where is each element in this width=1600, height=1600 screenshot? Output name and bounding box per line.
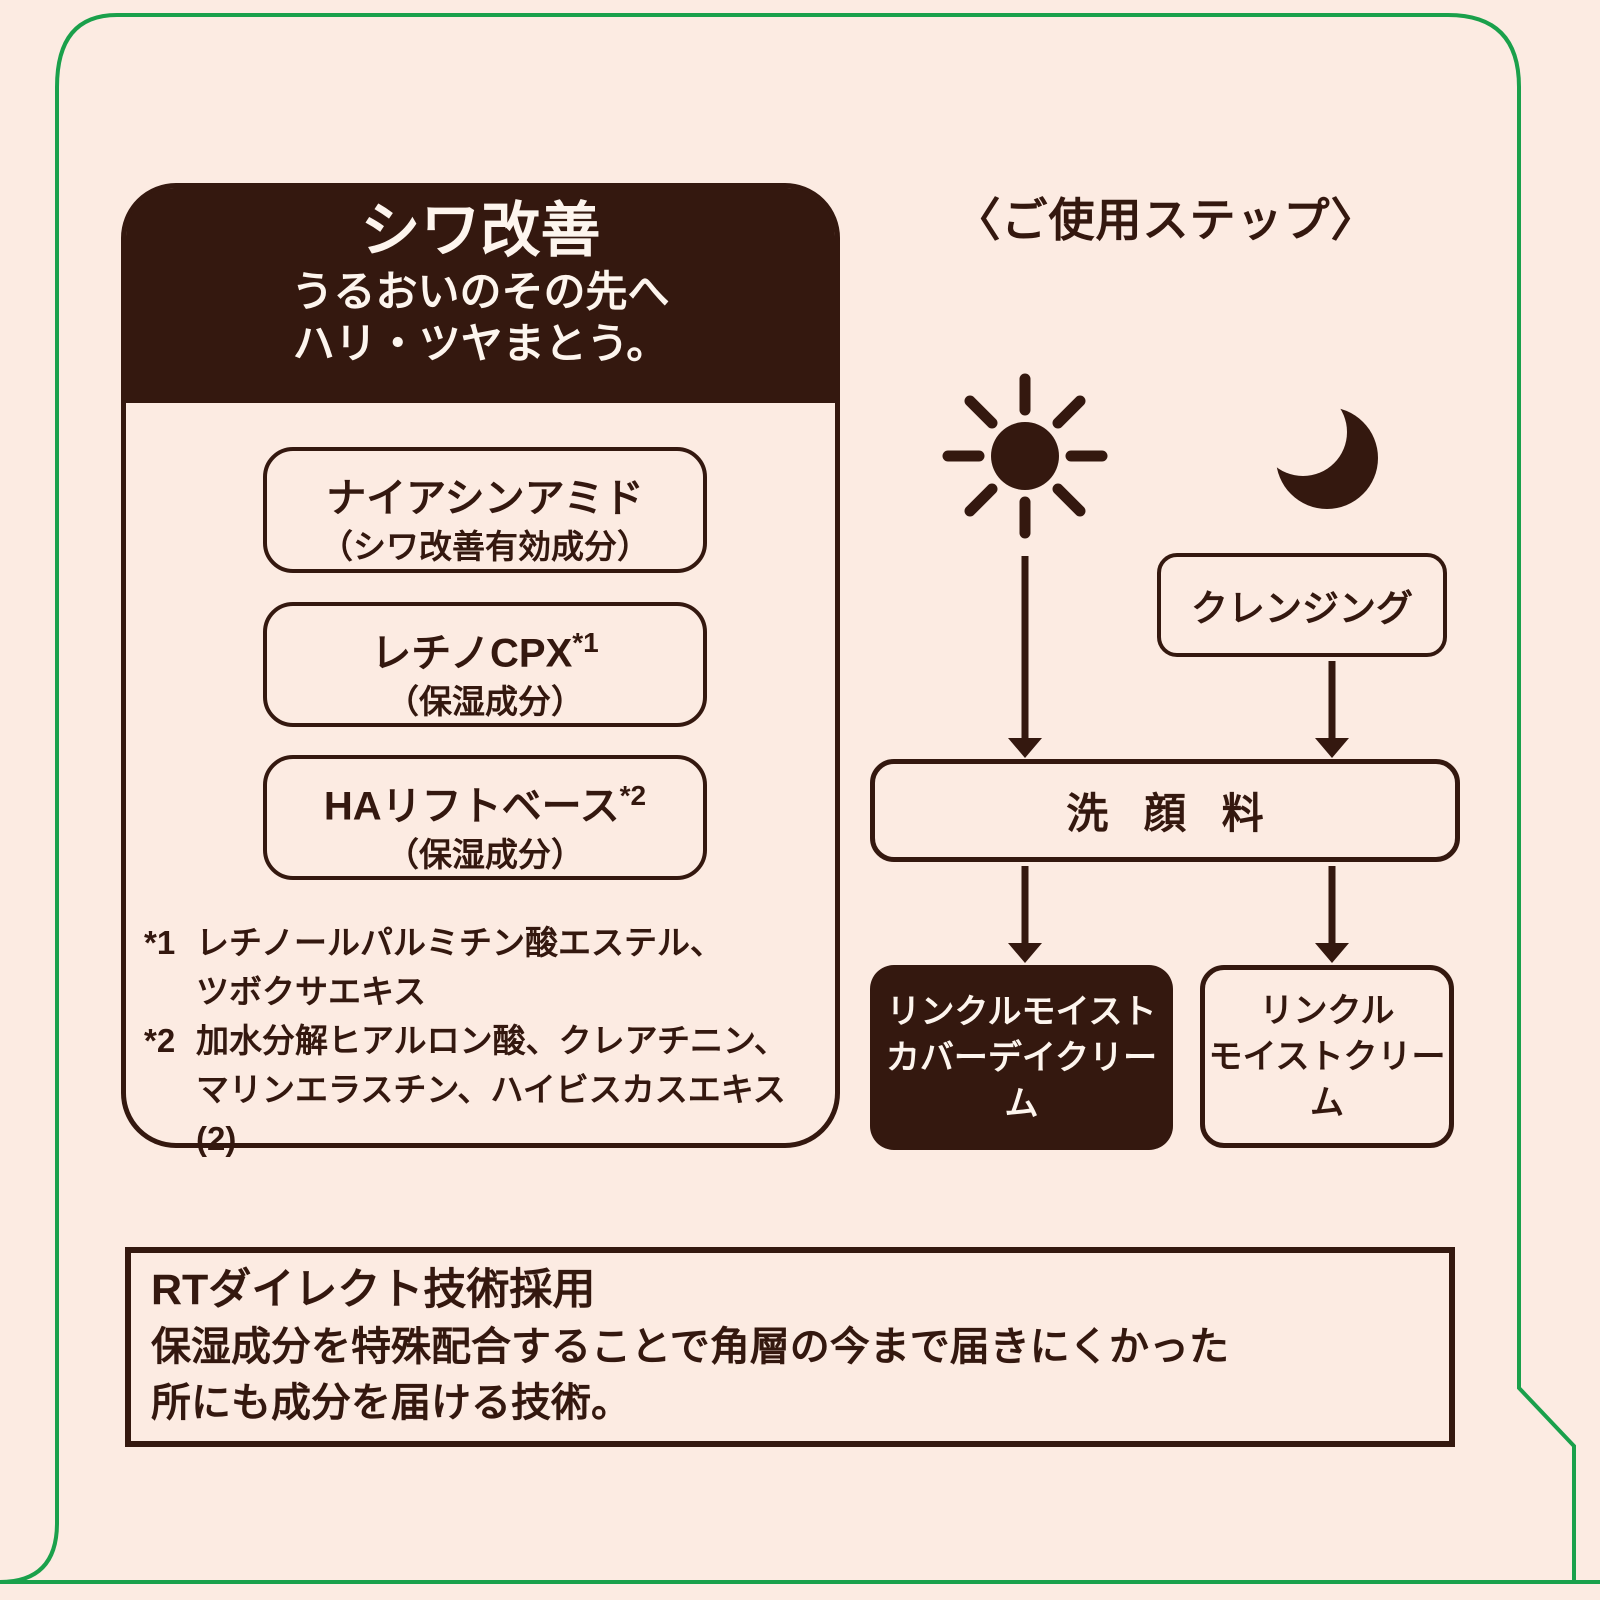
panel-subtitle-line1: うるおいのその先へ <box>291 267 670 316</box>
ingredient-note: （保湿成分） <box>386 836 584 874</box>
footnote-1-row-1: *1 レチノールパルミチン酸エステル、 <box>144 918 816 967</box>
technology-title: RTダイレクト技術採用 <box>151 1266 596 1314</box>
sun-icon <box>942 373 1108 539</box>
footnote-text: 加水分解ヒアルロン酸、クレアチニン、 <box>196 1022 788 1059</box>
footnote-marker: *1 <box>144 924 176 961</box>
arrow-facewash-to-night-cream <box>1315 866 1349 963</box>
ingredient-footnote-ref: *1 <box>572 627 599 658</box>
technology-box: RTダイレクト技術採用 保湿成分を特殊配合することで角層の今まで届きにくかった … <box>125 1247 1455 1447</box>
facewash-label: 洗顔料 <box>1066 790 1300 837</box>
night-cream-label-line1: リンクル <box>1259 991 1395 1030</box>
benefits-panel: シワ改善 うるおいのその先へ ハリ・ツヤまとう。 ナイアシンアミド （シワ改善有… <box>121 183 840 1157</box>
footnote-text: ツボクサエキス <box>196 973 427 1010</box>
cleansing-label: クレンジング <box>1191 588 1413 629</box>
ingredient-name: ナイアシンアミド <box>326 476 644 521</box>
step-box-facewash: 洗顔料 <box>870 759 1460 862</box>
footnote-1-row-2: ツボクサエキス <box>144 967 816 1016</box>
benefits-header: シワ改善 うるおいのその先へ ハリ・ツヤまとう。 <box>126 188 835 403</box>
technology-body-line1: 保湿成分を特殊配合することで角層の今まで届きにくかった <box>151 1325 1229 1369</box>
day-cream-label-line2: カバーデイクリーム <box>885 1038 1158 1123</box>
step-box-day-cream: リンクルモイスト カバーデイクリーム <box>870 965 1173 1150</box>
arrow-day-to-facewash <box>1008 556 1042 758</box>
ingredient-box-niacinamide: ナイアシンアミド （シワ改善有効成分） <box>263 447 707 573</box>
moon-icon <box>1259 388 1378 509</box>
footnote-text: レチノールパルミチン酸エステル、 <box>196 924 724 961</box>
footnote-text: マリンエラスチン、ハイビスカスエキス(2) <box>196 1071 786 1157</box>
ingredient-box-retino-cpx: レチノCPX*1 （保湿成分） <box>263 602 707 727</box>
step-box-cleansing: クレンジング <box>1157 553 1447 657</box>
ingredient-footnote-ref: *2 <box>619 780 647 811</box>
footnote-2-row-1: *2 加水分解ヒアルロン酸、クレアチニン、 <box>144 1016 816 1065</box>
usage-steps-heading: 〈ご使用ステップ〉 <box>954 194 1378 246</box>
footnote-2-row-2: マリンエラスチン、ハイビスカスエキス(2) <box>144 1065 816 1163</box>
arrow-cleansing-to-facewash <box>1315 661 1349 758</box>
ingredient-note: （シワ改善有効成分） <box>320 528 650 566</box>
ingredient-box-ha-lift-base: HAリフトベース*2 （保湿成分） <box>263 755 707 880</box>
panel-subtitle-line2: ハリ・ツヤまとう。 <box>292 319 669 368</box>
technology-body-line2: 所にも成分を届ける技術。 <box>151 1381 631 1425</box>
ingredient-note: （保湿成分） <box>386 683 584 721</box>
panel-title: シワ改善 <box>360 196 601 266</box>
day-cream-label-line1: リンクルモイスト <box>886 992 1157 1031</box>
ingredient-name: レチノCPX <box>371 631 573 676</box>
ingredient-name: HAリフトベース <box>323 784 620 829</box>
arrow-facewash-to-day-cream <box>1008 866 1042 963</box>
step-box-night-cream: リンクル モイストクリーム <box>1200 965 1454 1148</box>
night-cream-label-line2: モイストクリーム <box>1208 1037 1446 1122</box>
footnote-marker: *2 <box>144 1022 176 1059</box>
footnotes: *1 レチノールパルミチン酸エステル、 ツボクサエキス *2 加水分解ヒアルロン… <box>144 918 816 1163</box>
